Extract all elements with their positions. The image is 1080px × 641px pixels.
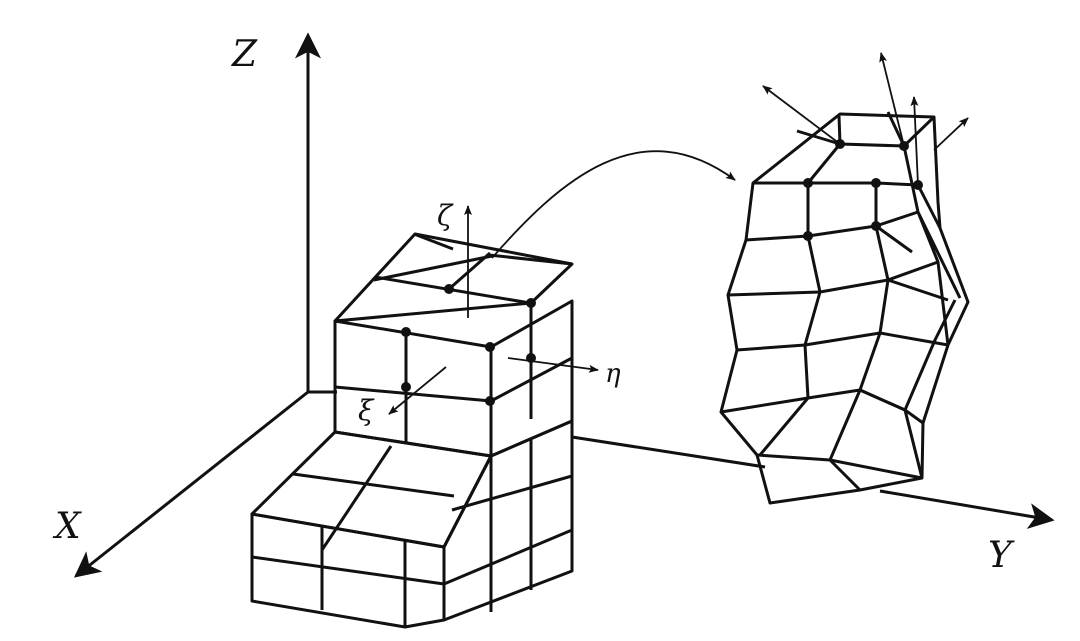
node (803, 231, 813, 241)
deformed-front-columns (758, 183, 890, 492)
xi-arrow (388, 366, 447, 415)
tower-top-face (335, 234, 572, 321)
node (401, 382, 411, 392)
zeta-label: ζ (437, 199, 454, 232)
normal-arrow-3 (910, 96, 919, 186)
node (803, 178, 813, 188)
xi-label: ξ (358, 394, 375, 427)
reference-mesh-block (250, 232, 574, 629)
lower-right-face (442, 419, 574, 622)
normal-arrow-2 (879, 52, 905, 147)
deformed-outline (719, 112, 970, 505)
node (401, 327, 411, 337)
eta-arrow (507, 357, 599, 373)
lower-front-grid (251, 526, 445, 627)
local-axes (388, 205, 599, 415)
node (485, 342, 495, 352)
deformed-top-grid (753, 111, 936, 187)
global-axes (73, 32, 1055, 578)
y-axis-segment-2 (571, 435, 766, 469)
mapping-arrow (491, 150, 736, 259)
x-axis-label: X (52, 506, 82, 547)
y-axis (879, 489, 1055, 529)
deformed-mesh (719, 111, 970, 505)
lower-top-face (250, 430, 493, 549)
z-axis-label: Z (231, 34, 258, 75)
node (871, 178, 881, 188)
normal-arrow-1 (762, 85, 841, 145)
deformed-side-grid (859, 145, 962, 479)
normal-arrow-4 (933, 117, 969, 151)
deformed-front-rows (720, 210, 939, 480)
eta-label: η (605, 359, 621, 389)
y-axis-label: Y (988, 535, 1015, 576)
node (526, 298, 536, 308)
node (871, 221, 881, 231)
lower-top-grid (292, 445, 455, 551)
normal-arrows (762, 52, 969, 186)
node (485, 396, 495, 406)
lower-right-grid (443, 438, 573, 612)
x-axis (73, 390, 309, 578)
lower-front-face (250, 512, 446, 629)
node (444, 284, 454, 294)
